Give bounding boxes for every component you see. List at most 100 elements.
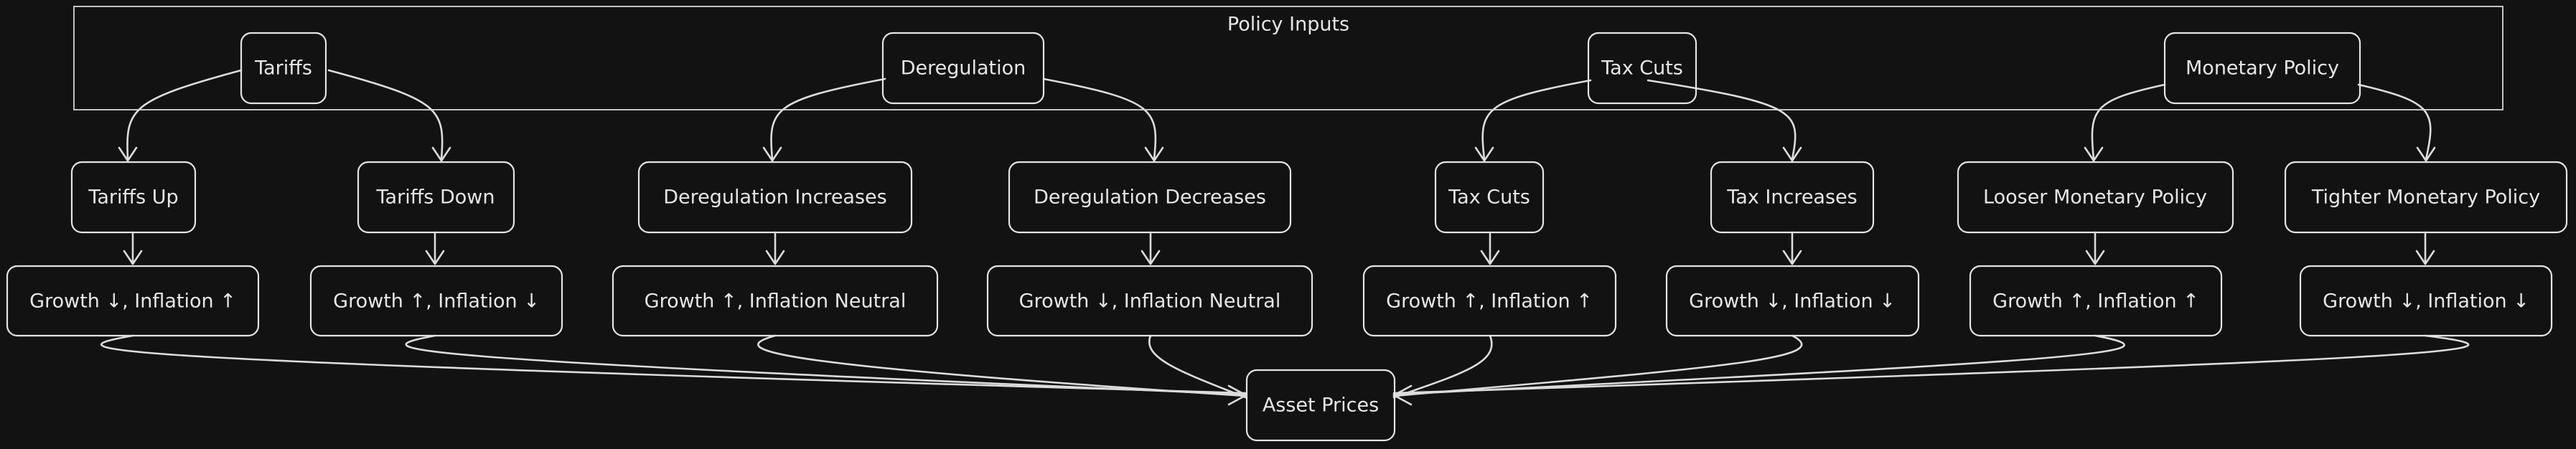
arrowhead-g6: [1782, 250, 1802, 265]
node-outcome-4[interactable]: Growth ↓, Inflation Neutral: [986, 265, 1313, 337]
node-tariffs-down-label: Tariffs Down: [376, 186, 495, 209]
node-tighter-monetary-policy-label: Tighter Monetary Policy: [2311, 186, 2540, 209]
node-deregulation-increases-label: Deregulation Increases: [663, 186, 886, 209]
edge-tariffs-to-tariffs-up: [126, 69, 243, 161]
edge-g5-to-asset: [1392, 334, 1493, 399]
node-outcome-4-label: Growth ↓, Inflation Neutral: [1019, 290, 1281, 313]
arrowhead-looser: [2084, 146, 2104, 162]
arrowhead-dereg-inc: [762, 146, 782, 162]
node-outcome-5-label: Growth ↑, Inflation ↑: [1386, 290, 1593, 313]
node-outcome-8-label: Growth ↓, Inflation ↓: [2323, 290, 2529, 313]
node-asset-prices-box: [1245, 369, 1396, 442]
arrowhead-g8: [2415, 250, 2435, 265]
node-outcome-1-box: [6, 265, 260, 337]
node-tariffs-up-label: Tariffs Up: [88, 186, 178, 209]
node-deregulation-increases-box: [637, 161, 913, 234]
node-tighter-monetary-policy-box: [2284, 161, 2568, 234]
node-outcome-6-label: Growth ↓, Inflation ↓: [1689, 290, 1896, 313]
policy-inputs-group: Policy Inputs: [73, 6, 2504, 110]
arrowhead-taxinc: [1782, 146, 1802, 162]
node-tax-increases[interactable]: Tax Increases: [1710, 161, 1875, 234]
arrowhead-g7: [2085, 250, 2105, 265]
node-outcome-3-box: [612, 265, 939, 337]
node-deregulation-decreases-label: Deregulation Decreases: [1034, 186, 1266, 209]
arrowhead-tariffs-down: [431, 146, 451, 162]
node-outcome-3-label: Growth ↑, Inflation Neutral: [645, 290, 907, 313]
node-tariffs-up[interactable]: Tariffs Up: [70, 161, 197, 234]
arrowhead-g4: [1141, 250, 1161, 265]
edge-g2-to-asset: [405, 334, 1247, 396]
arrowhead-g5: [1480, 250, 1500, 265]
node-monetary-policy-label: Monetary Policy: [2186, 57, 2339, 80]
node-outcome-8-box: [2299, 265, 2553, 337]
arrowhead-taxcuts2: [1474, 146, 1494, 162]
node-deregulation-increases[interactable]: Deregulation Increases: [637, 161, 913, 234]
node-outcome-7-box: [1969, 265, 2223, 337]
node-outcome-7-label: Growth ↑, Inflation ↑: [1992, 290, 2199, 313]
nodes: Tariffs Deregulation Tax Cuts Monetary P…: [6, 32, 2568, 442]
edge-g7-to-asset: [1392, 334, 2125, 396]
arrowheads: [118, 146, 2436, 406]
node-looser-monetary-policy-box: [1957, 161, 2234, 234]
node-tax-cuts-box: [1587, 32, 1697, 105]
arrowhead-tighter: [2416, 146, 2436, 162]
node-tax-cuts-direction-box: [1434, 161, 1545, 234]
edge-g1-to-asset: [100, 334, 1247, 394]
node-asset-prices-label: Asset Prices: [1263, 394, 1379, 417]
node-deregulation-decreases-box: [1008, 161, 1292, 234]
node-outcome-5-box: [1362, 265, 1617, 337]
node-outcome-2-label: Growth ↑, Inflation ↓: [333, 290, 540, 313]
node-outcome-6-box: [1665, 265, 1920, 337]
edge-g8-to-asset: [1392, 334, 2470, 394]
node-tax-increases-box: [1710, 161, 1875, 234]
node-monetary-policy[interactable]: Monetary Policy: [2163, 32, 2361, 105]
node-tariffs-up-box: [70, 161, 197, 234]
node-tax-increases-label: Tax Increases: [1726, 186, 1857, 209]
node-outcome-2-box: [309, 265, 563, 337]
node-tariffs-box: [240, 32, 327, 105]
node-outcome-4-box: [986, 265, 1313, 337]
node-tariffs-label: Tariffs: [254, 57, 312, 80]
node-outcome-6[interactable]: Growth ↓, Inflation ↓: [1665, 265, 1920, 337]
node-tariffs-down[interactable]: Tariffs Down: [357, 161, 515, 234]
policy-inputs-label: Policy Inputs: [1227, 14, 1349, 36]
edge-taxcuts-to-taxinc: [1647, 79, 1797, 161]
edges: [100, 69, 2470, 399]
node-monetary-policy-box: [2163, 32, 2361, 105]
node-tariffs[interactable]: Tariffs: [240, 32, 327, 105]
arrowhead-g1: [123, 250, 143, 265]
edge-tariffs-to-tariffs-down: [327, 69, 444, 161]
node-tax-cuts[interactable]: Tax Cuts: [1587, 32, 1697, 105]
policy-inputs-frame: [73, 6, 2504, 110]
arrowhead-tariffs-up: [118, 146, 138, 162]
node-outcome-7[interactable]: Growth ↑, Inflation ↑: [1969, 265, 2223, 337]
node-outcome-5[interactable]: Growth ↑, Inflation ↑: [1362, 265, 1617, 337]
node-tariffs-down-box: [357, 161, 515, 234]
node-tax-cuts-label: Tax Cuts: [1601, 57, 1683, 80]
node-asset-prices[interactable]: Asset Prices: [1245, 369, 1396, 442]
node-looser-monetary-policy[interactable]: Looser Monetary Policy: [1957, 161, 2234, 234]
node-tax-cuts-direction-label: Tax Cuts: [1448, 186, 1530, 209]
node-outcome-1[interactable]: Growth ↓, Inflation ↑: [6, 265, 260, 337]
node-deregulation[interactable]: Deregulation: [881, 32, 1045, 105]
node-outcome-8[interactable]: Growth ↓, Inflation ↓: [2299, 265, 2553, 337]
node-deregulation-box: [881, 32, 1045, 105]
node-outcome-2[interactable]: Growth ↑, Inflation ↓: [309, 265, 563, 337]
node-outcome-3[interactable]: Growth ↑, Inflation Neutral: [612, 265, 939, 337]
edge-taxcuts-to-taxcuts2: [1481, 79, 1592, 161]
node-deregulation-label: Deregulation: [901, 57, 1026, 80]
arrowhead-dereg-dec: [1144, 146, 1164, 162]
arrowhead-g2: [425, 250, 445, 265]
node-tax-cuts-direction[interactable]: Tax Cuts: [1434, 161, 1545, 234]
node-outcome-1-label: Growth ↓, Inflation ↑: [29, 290, 236, 313]
edge-dereg-to-dereg-dec: [1042, 77, 1157, 161]
edge-g4-to-asset: [1148, 334, 1247, 399]
node-deregulation-decreases[interactable]: Deregulation Decreases: [1008, 161, 1292, 234]
edge-monetary-to-tighter: [2357, 83, 2432, 161]
node-tighter-monetary-policy[interactable]: Tighter Monetary Policy: [2284, 161, 2568, 234]
edge-g3-to-asset: [757, 334, 1247, 397]
edge-dereg-to-dereg-inc: [770, 77, 886, 161]
edge-g6-to-asset: [1392, 334, 1803, 397]
